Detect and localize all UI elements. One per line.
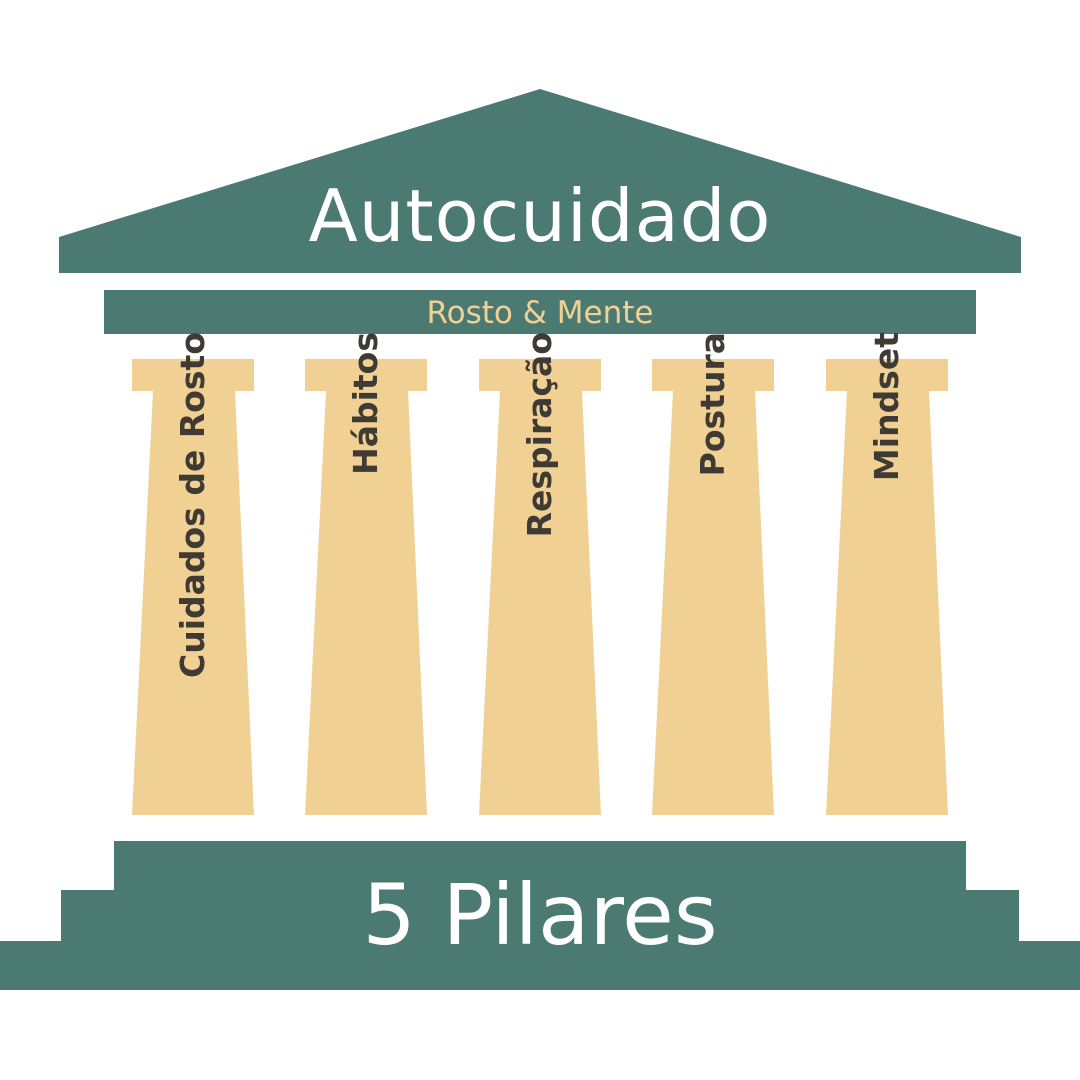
roof-title: Autocuidado	[308, 174, 772, 258]
pillar-1-shaft	[132, 391, 254, 815]
pillar-4-shaft	[652, 391, 774, 815]
pillar-2	[305, 359, 427, 815]
roof-shape	[59, 89, 1021, 273]
pillar-3-shaft	[479, 391, 601, 815]
pillar-3-capital	[479, 359, 601, 391]
beam-subtitle: Rosto & Mente	[426, 295, 654, 331]
pillar-1-capital	[132, 359, 254, 391]
base-shape	[0, 841, 1080, 990]
pillar-5-capital	[826, 359, 948, 391]
pillar-2-capital	[305, 359, 427, 391]
pillar-5-shaft	[826, 391, 948, 815]
pillar-2-shaft	[305, 391, 427, 815]
stepped-base	[0, 841, 1080, 990]
pillars-group	[132, 359, 948, 815]
roof-pediment	[59, 89, 1021, 273]
entablature-beam: Rosto & Mente	[104, 290, 976, 334]
pillar-1	[132, 359, 254, 815]
base-title: 5 Pilares	[362, 866, 718, 964]
pillar-4	[652, 359, 774, 815]
pillar-3	[479, 359, 601, 815]
pillar-5	[826, 359, 948, 815]
pillar-4-capital	[652, 359, 774, 391]
